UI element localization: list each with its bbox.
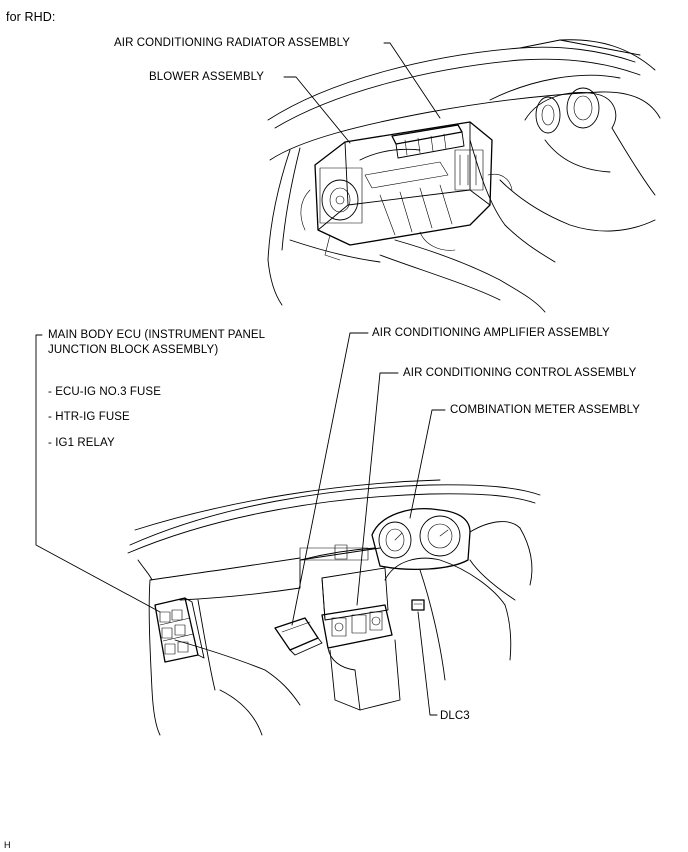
lower-dashboard-illustration bbox=[35, 332, 541, 736]
upper-dashboard-illustration bbox=[267, 39, 661, 313]
htr-ig-fuse-label: - HTR-IG FUSE bbox=[48, 411, 130, 423]
ecu-ig-fuse-label: - ECU-IG NO.3 FUSE bbox=[48, 386, 161, 398]
ig1-relay-label: - IG1 RELAY bbox=[48, 437, 115, 449]
main-body-ecu-label-line2: JUNCTION BLOCK ASSEMBLY) bbox=[48, 344, 219, 356]
blower-assembly-label: BLOWER ASSEMBLY bbox=[149, 71, 265, 83]
footer-mark: H bbox=[4, 840, 11, 850]
control-assembly-label: AIR CONDITIONING CONTROL ASSEMBLY bbox=[403, 367, 637, 379]
combination-meter-label: COMBINATION METER ASSEMBLY bbox=[450, 404, 641, 416]
dlc3-label: DLC3 bbox=[440, 710, 470, 722]
variant-label: for RHD: bbox=[6, 10, 56, 24]
amplifier-assembly-label: AIR CONDITIONING AMPLIFIER ASSEMBLY bbox=[372, 327, 610, 339]
radiator-assembly-label: AIR CONDITIONING RADIATOR ASSEMBLY bbox=[114, 37, 350, 49]
main-body-ecu-label-line1: MAIN BODY ECU (INSTRUMENT PANEL bbox=[48, 329, 266, 341]
